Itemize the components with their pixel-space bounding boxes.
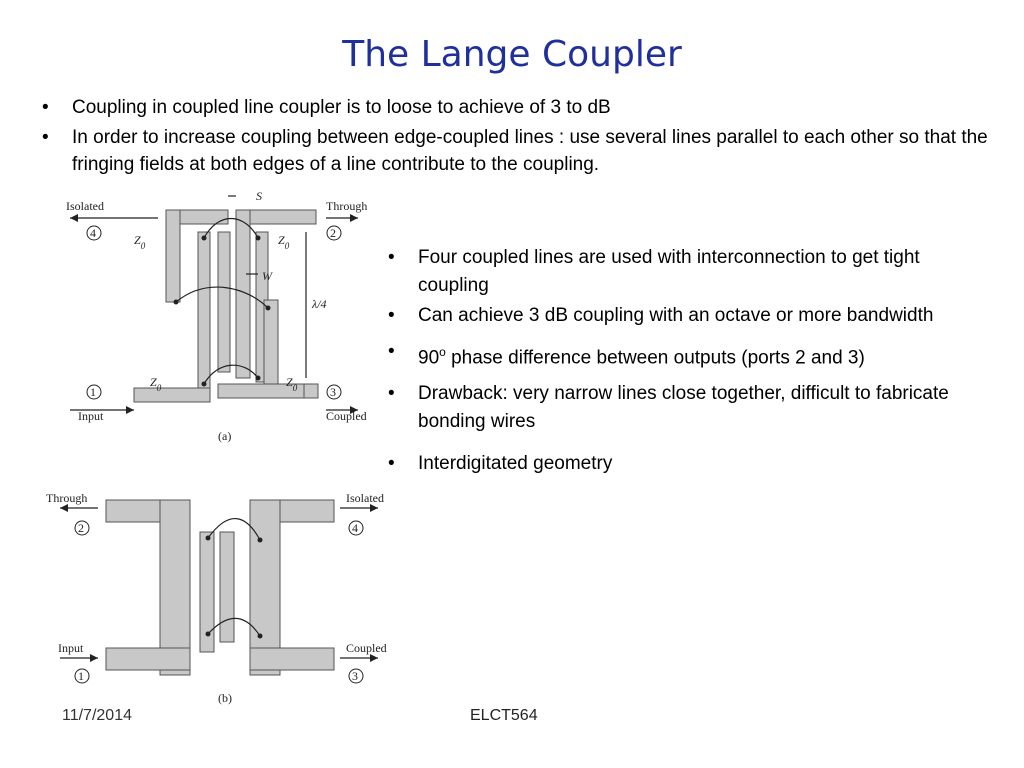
isolated-label: Isolated <box>346 491 384 505</box>
bullet-item: Coupling in coupled line coupler is to l… <box>42 94 992 121</box>
right-bullet-list: Four coupled lines are used with interco… <box>388 244 988 478</box>
z0-subscript: 0 <box>293 383 298 393</box>
top-bullet-list: Coupling in coupled line coupler is to l… <box>42 94 992 181</box>
width-label: W <box>262 269 273 283</box>
footer-course: ELCT564 <box>470 707 538 724</box>
coupled-label: Coupled <box>326 409 367 423</box>
z0-label: Z0 <box>150 375 162 393</box>
z0-label: Z0 <box>134 233 146 251</box>
port-4-label: 4 <box>352 521 358 535</box>
through-label: Through <box>46 491 87 505</box>
bullet-item-phase: 90o phase difference between outputs (po… <box>388 338 988 372</box>
phase-text: phase difference between outputs (ports … <box>451 347 865 369</box>
input-label: Input <box>78 409 104 423</box>
bullet-item: Can achieve 3 dB coupling with an octave… <box>388 302 988 330</box>
bullet-item: In order to increase coupling between ed… <box>42 124 992 178</box>
z0-subscript: 0 <box>157 383 162 393</box>
input-label: Input <box>58 641 84 655</box>
port-2-label: 2 <box>330 226 336 240</box>
degree-superscript: o <box>439 345 446 359</box>
lange-coupler-figure-a: Isolated Through Input Coupled 4 2 1 3 Z… <box>58 188 388 450</box>
quarter-wave-label: λ/4 <box>311 297 327 311</box>
through-label: Through <box>326 199 367 213</box>
port-1-label: 1 <box>90 385 96 399</box>
port-3-label: 3 <box>330 385 336 399</box>
footer-date: 11/7/2014 <box>62 707 132 724</box>
spacing-label: S <box>256 189 262 203</box>
lange-coupler-figure-b: Through Isolated Input Coupled 2 4 1 3 (… <box>42 488 402 714</box>
port-1-label: 1 <box>78 669 84 683</box>
bullet-item: Interdigitated geometry <box>388 450 988 478</box>
port-3-label: 3 <box>352 669 358 683</box>
port-2-label: 2 <box>78 521 84 535</box>
z0-subscript: 0 <box>285 241 290 251</box>
slide-title: The Lange Coupler <box>342 34 682 75</box>
isolated-label: Isolated <box>66 199 104 213</box>
z0-label: Z0 <box>278 233 290 251</box>
phase-value: 90 <box>418 347 440 369</box>
z0-subscript: 0 <box>141 241 146 251</box>
coupled-label: Coupled <box>346 641 387 655</box>
port-4-label: 4 <box>90 226 96 240</box>
bullet-item: Four coupled lines are used with interco… <box>388 244 988 300</box>
bullet-item: Drawback: very narrow lines close togeth… <box>388 380 988 436</box>
figure-caption: (a) <box>218 429 231 443</box>
figure-caption: (b) <box>218 691 232 705</box>
z0-label: Z0 <box>286 375 298 393</box>
